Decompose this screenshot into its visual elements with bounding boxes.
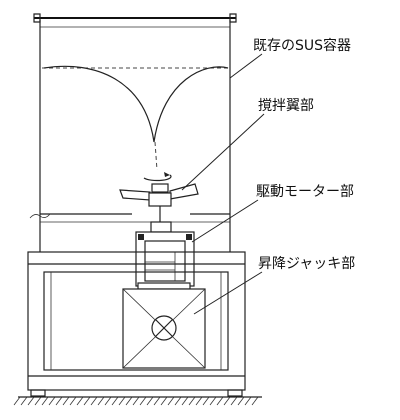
motor-bolt-left: [138, 234, 144, 240]
ground-hatch-line: [125, 396, 133, 406]
break-line: [29, 213, 51, 219]
ground-hatch-line: [202, 396, 210, 406]
ground-hatch-line: [209, 396, 217, 406]
jack-handle-cross: [155, 319, 173, 337]
ground-hatch-line: [118, 396, 126, 406]
ground-hatch-line: [139, 396, 147, 406]
ground-hatch-line: [48, 396, 56, 406]
ground-hatch-line: [83, 396, 91, 406]
ground-hatch-line: [153, 396, 161, 406]
label-impeller: 撹拌翼部: [258, 98, 314, 114]
ground-hatch-line: [55, 396, 63, 406]
jack-outer-frame: [27, 251, 246, 391]
drive-motor: [135, 221, 195, 287]
ground-hatch-line: [20, 396, 28, 406]
ground-hatch-line: [13, 396, 21, 406]
ground-hatch-line: [104, 396, 112, 406]
vortex-left-curve: [43, 65, 155, 143]
ground-hatch-line: [27, 396, 35, 406]
ground-hatch-line: [244, 396, 252, 406]
rotation-arrow-head: [164, 172, 170, 177]
ground-hatch-line: [111, 396, 119, 406]
label-jack: 昇降ジャッキ部: [258, 256, 355, 272]
container-right-clip: [229, 13, 237, 23]
motor-inner-frame: [144, 240, 186, 282]
leader-container: [229, 53, 263, 79]
ground-hatch-line: [132, 396, 140, 406]
sus-container: [29, 13, 237, 252]
ground-hatch-line: [251, 396, 259, 406]
jack-top-plate: [137, 282, 191, 290]
ground-hatch-line: [223, 396, 231, 406]
ground-hatch-line: [160, 396, 168, 406]
foot-left: [30, 389, 46, 397]
ground-hatch-line: [69, 396, 77, 406]
jack-inner-frame: [43, 271, 229, 371]
ground-hatch-line: [188, 396, 196, 406]
motor-coupling: [150, 221, 172, 233]
ground-hatch-line: [167, 396, 175, 406]
leader-impeller: [181, 113, 265, 191]
ground-hatch-line: [230, 396, 238, 406]
ground-hatch-line: [90, 396, 98, 406]
impeller-blade-left: [119, 189, 151, 201]
impeller-nut: [151, 183, 169, 193]
vortex-right-curve: [153, 66, 229, 143]
label-motor: 駆動モーター部: [256, 184, 354, 200]
rotation-arrow: [143, 174, 172, 182]
leader-jack: [193, 271, 263, 315]
ground-hatch-line: [237, 396, 245, 406]
ground-hatch-line: [97, 396, 105, 406]
leader-motor: [191, 199, 259, 243]
lift-jack-frame: [27, 251, 246, 397]
ground-hatch-line: [146, 396, 154, 406]
motor-bolt-right: [186, 234, 192, 240]
vortex-tip-line: [154, 141, 158, 171]
ground-hatch-line: [62, 396, 70, 406]
impeller: [119, 172, 199, 207]
ground-hatch-line: [76, 396, 84, 406]
ground-hatch-line: [181, 396, 189, 406]
impeller-blade-right: [169, 183, 199, 200]
ground-hatch-line: [41, 396, 49, 406]
ground-hatch-line: [34, 396, 42, 406]
ground: [13, 396, 262, 406]
ground-hatch-line: [195, 396, 203, 406]
label-sus-container: 既存のSUS容器: [253, 37, 351, 54]
ground-hatch-line: [174, 396, 182, 406]
ground-hatch-line: [216, 396, 224, 406]
impeller-hub: [148, 192, 172, 207]
foot-right: [227, 389, 243, 397]
